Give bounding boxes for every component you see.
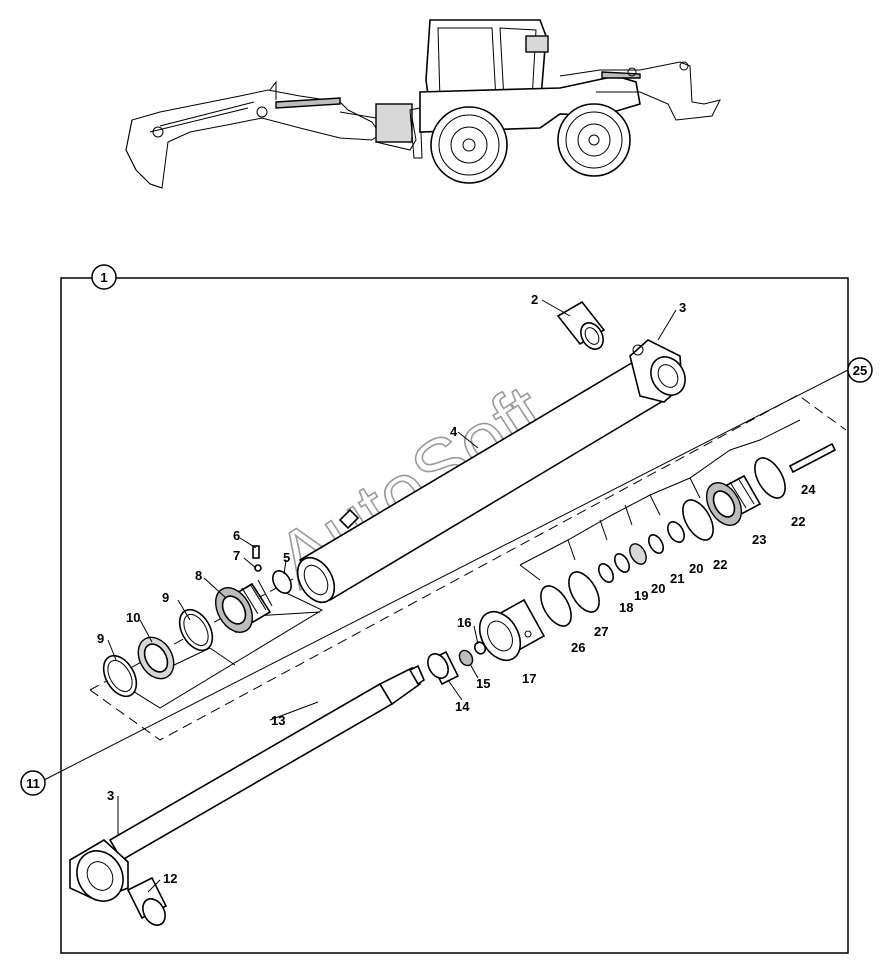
ring-20-upper bbox=[667, 521, 685, 543]
label-3-top: 3 bbox=[679, 300, 686, 315]
label-8: 8 bbox=[195, 568, 202, 583]
nut-15 bbox=[458, 649, 474, 667]
label-20-upper: 20 bbox=[689, 561, 703, 576]
leader-11-25 bbox=[43, 369, 849, 781]
bushing-upper bbox=[556, 300, 606, 350]
ring-21 bbox=[647, 534, 665, 554]
label-22-upper: 22 bbox=[791, 514, 805, 529]
gland-8 bbox=[214, 579, 273, 634]
svg-text:25: 25 bbox=[853, 363, 867, 378]
label-12: 12 bbox=[163, 871, 177, 886]
cylinder-barrel bbox=[296, 339, 686, 604]
backhoe-loader-illustration bbox=[125, 19, 721, 189]
label-19: 19 bbox=[634, 588, 648, 603]
label-24: 24 bbox=[801, 482, 816, 497]
label-16: 16 bbox=[457, 615, 471, 630]
wear-ring-9-lower bbox=[102, 654, 138, 698]
callout-25: 25 bbox=[847, 357, 873, 383]
ring-22-lower bbox=[682, 499, 714, 541]
label-3-bottom: 3 bbox=[107, 788, 114, 803]
ball-7 bbox=[254, 564, 262, 572]
label-20-lower: 20 bbox=[651, 581, 665, 596]
label-17: 17 bbox=[522, 671, 536, 686]
piston-23 bbox=[705, 474, 762, 526]
ring-20-lower bbox=[629, 543, 647, 565]
rod-wiper-10 bbox=[137, 636, 175, 680]
svg-text:1: 1 bbox=[100, 270, 107, 285]
label-18: 18 bbox=[619, 600, 633, 615]
ring-22-upper bbox=[754, 457, 786, 499]
ring-18 bbox=[597, 563, 615, 583]
label-23: 23 bbox=[752, 532, 766, 547]
o-ring-5 bbox=[272, 570, 292, 594]
label-5: 5 bbox=[283, 550, 290, 565]
label-21: 21 bbox=[670, 571, 684, 586]
ring-27 bbox=[568, 571, 600, 613]
label-6: 6 bbox=[233, 528, 240, 543]
label-14: 14 bbox=[455, 699, 470, 714]
label-10: 10 bbox=[126, 610, 140, 625]
label-7: 7 bbox=[233, 548, 240, 563]
piston-rod bbox=[69, 664, 425, 902]
label-27: 27 bbox=[594, 624, 608, 639]
kit-bracket-left bbox=[111, 589, 324, 709]
pin-24 bbox=[788, 442, 837, 474]
bushing-lower bbox=[126, 876, 168, 926]
wear-ring-9-upper bbox=[178, 608, 214, 652]
callout-11: 11 bbox=[20, 770, 46, 796]
label-9-upper: 9 bbox=[162, 590, 169, 605]
grease-nipple-6 bbox=[252, 545, 260, 559]
label-9-lower: 9 bbox=[97, 631, 104, 646]
label-22-lower: 22 bbox=[713, 557, 727, 572]
label-26: 26 bbox=[571, 640, 585, 655]
label-2: 2 bbox=[531, 292, 538, 307]
piston-17 bbox=[478, 598, 546, 662]
ring-19 bbox=[613, 553, 631, 573]
diagram-frame bbox=[60, 277, 849, 954]
spacer-14 bbox=[427, 650, 460, 686]
label-4: 4 bbox=[450, 424, 458, 439]
label-15: 15 bbox=[476, 676, 490, 691]
callout-1: 1 bbox=[91, 264, 117, 290]
svg-text:11: 11 bbox=[26, 776, 40, 791]
label-13: 13 bbox=[271, 713, 285, 728]
ring-26 bbox=[540, 585, 572, 627]
leaders bbox=[107, 299, 677, 893]
kit-bracket-right bbox=[519, 419, 801, 581]
